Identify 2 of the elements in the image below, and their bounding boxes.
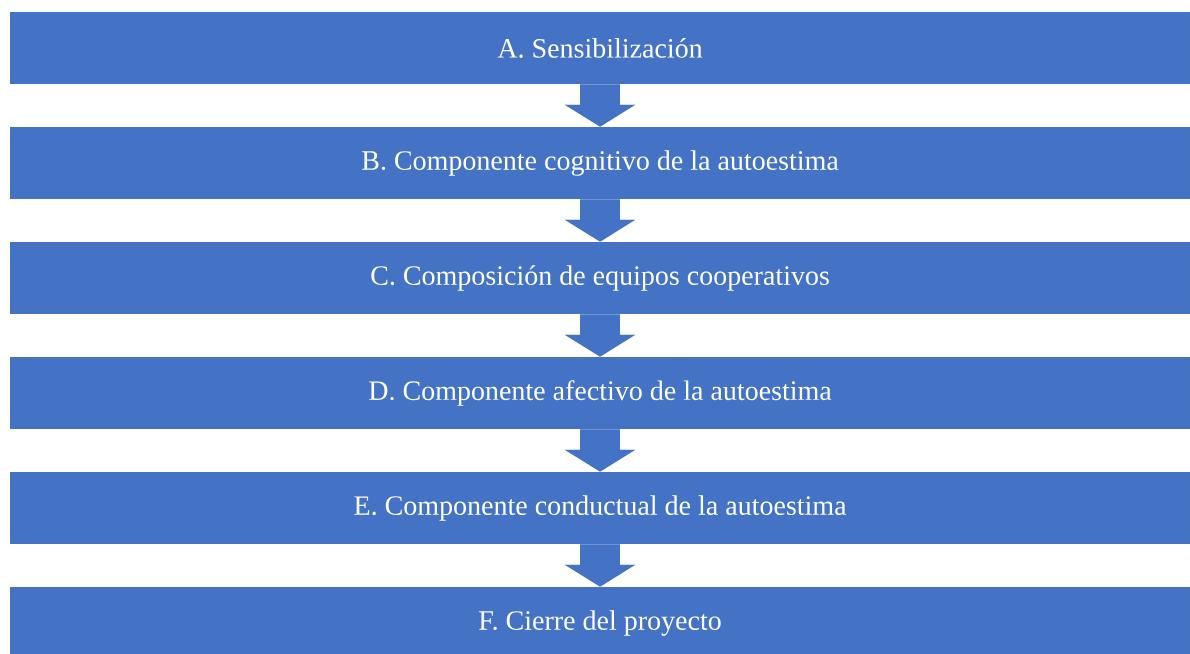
step-box: F. Cierre del proyecto: [10, 587, 1190, 654]
step-box: A. Sensibilización: [10, 12, 1190, 84]
